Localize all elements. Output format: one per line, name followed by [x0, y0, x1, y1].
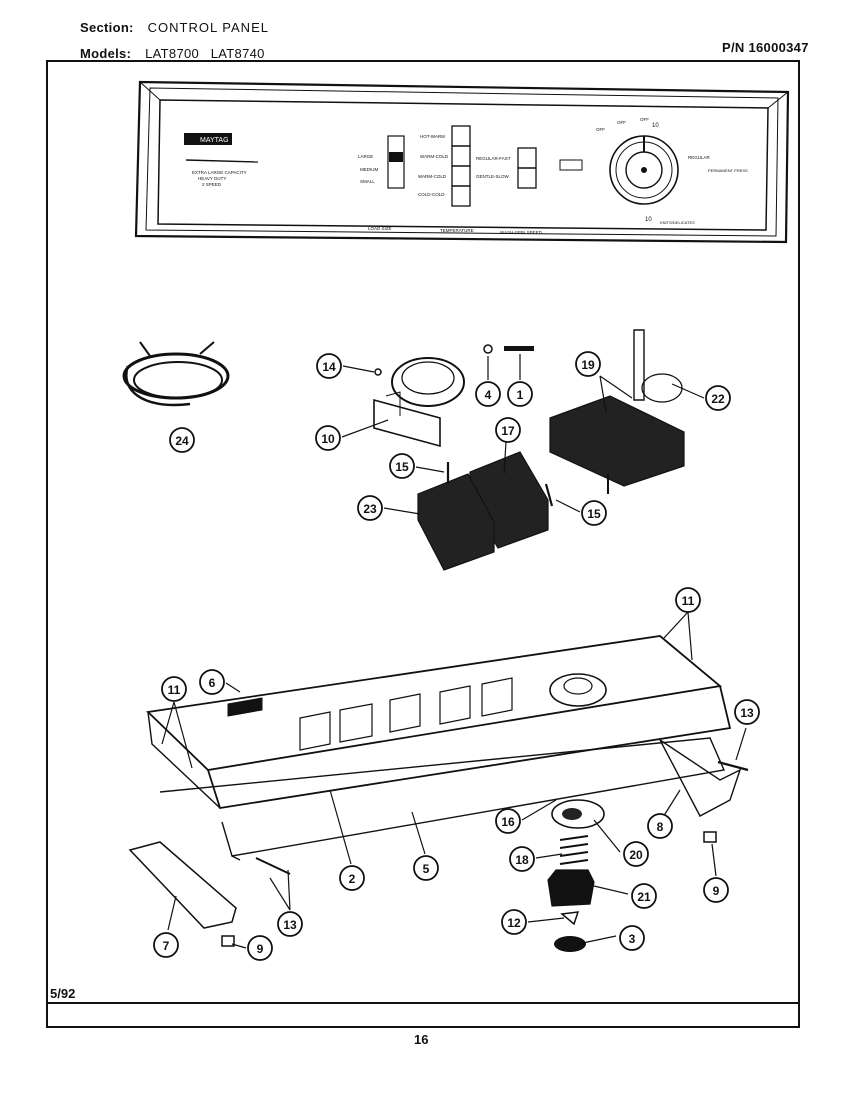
callout: 18	[509, 846, 535, 872]
callout-number: 22	[711, 392, 725, 406]
timer-label-regular: REGULAR	[688, 155, 711, 160]
timer-label-off-3: OFF	[640, 117, 649, 122]
callout-number: 23	[363, 502, 377, 516]
callout: 16	[495, 808, 521, 834]
callout-number: 17	[501, 424, 515, 438]
timer-label-off-1: OFF	[596, 127, 605, 132]
models-value: LAT8700 LAT8740	[145, 46, 265, 61]
callout-number: 10	[321, 432, 335, 446]
callout-number: 8	[657, 820, 664, 834]
callout: 15	[581, 500, 607, 526]
panel-brand: MAYTAG	[200, 137, 229, 144]
timer-label-10b: 10	[645, 217, 652, 223]
models-label-text: Models:	[80, 46, 132, 61]
panel-tagline-3: 2 SPEED	[202, 182, 222, 187]
callout-number: 16	[501, 815, 515, 829]
callout: 7	[153, 932, 179, 958]
panel-tagline-1: EXTRA LARGE CAPACITY	[192, 170, 247, 175]
timer-label-perm-press: PERMANENT PRESS	[708, 168, 748, 173]
temp-option-3: WARM-COLD	[418, 174, 447, 179]
callout-number: 5	[423, 862, 430, 876]
leader-lines	[161, 354, 747, 949]
panel-tagline-2: HEAVY DUTY	[198, 176, 226, 181]
callout-bubbles: 14 4 1 19 22 10 17 15 15 23 24 11 6 11 1…	[153, 351, 760, 961]
timer-label-knits: KNITS/DELICATES	[660, 220, 695, 225]
speed-caption: WASH-SPIN SPEED	[500, 230, 543, 235]
footer-frame	[46, 1004, 800, 1028]
callout-number: 19	[581, 358, 595, 372]
load-option-small: SMALL	[360, 179, 375, 184]
load-option-large: LARGE	[358, 154, 373, 159]
callout-number: 13	[283, 918, 297, 932]
callout-number: 2	[349, 872, 356, 886]
callout: 13	[277, 911, 303, 937]
speed-option-1: REGULAR-FAST	[476, 156, 511, 161]
diagram-frame	[46, 60, 800, 1004]
callout: 3	[619, 925, 645, 951]
callout: 6	[199, 669, 225, 695]
callout: 1	[507, 381, 533, 407]
callout-number: 1	[517, 388, 524, 402]
callout: 14	[316, 353, 342, 379]
callout: 11	[161, 676, 187, 702]
callout: 13	[734, 699, 760, 725]
footer-date: 5/92	[50, 986, 76, 1001]
callout-number: 14	[322, 360, 336, 374]
control-panel-illustration: MAYTAG EXTRA LARGE CAPACITY HEAVY DUTY 2…	[134, 80, 790, 244]
callout: 24	[169, 427, 195, 453]
callout-number: 20	[629, 848, 643, 862]
callout-number: 11	[168, 683, 181, 697]
parts-illustrations	[122, 329, 685, 571]
callout: 5	[413, 855, 439, 881]
temp-option-4: COLD-COLD	[418, 192, 445, 197]
callout: 21	[631, 883, 657, 909]
part-number: P/N 16000347	[722, 40, 809, 55]
console-frame-illustration	[128, 635, 749, 952]
page-number: 16	[414, 1032, 429, 1047]
callout-number: 18	[515, 853, 529, 867]
callout-number: 4	[485, 388, 492, 402]
timer-label-off-2: OFF	[617, 120, 626, 125]
section-label-text: Section:	[80, 20, 134, 35]
callout: 11	[675, 587, 701, 613]
callout: 9	[703, 877, 729, 903]
section-value: CONTROL PANEL	[147, 20, 269, 35]
callout-number: 3	[629, 932, 636, 946]
callout-number: 24	[175, 434, 189, 448]
callout-number: 11	[682, 594, 695, 608]
temperature-caption: TEMPERATURE	[440, 228, 474, 233]
callout: 2	[339, 865, 365, 891]
callout-number: 7	[163, 939, 170, 953]
callout-number: 15	[587, 507, 601, 521]
callout-number: 13	[740, 706, 754, 720]
callout: 15	[389, 453, 415, 479]
temp-option-1: HOT-WARM	[420, 134, 445, 139]
callout: 8	[647, 813, 673, 839]
speed-option-2: GENTLE-SLOW	[476, 174, 510, 179]
callout: 19	[575, 351, 601, 377]
timer-label-10a: 10	[652, 123, 659, 129]
callout: 9	[247, 935, 273, 961]
callout: 10	[315, 425, 341, 451]
callout: 17	[495, 417, 521, 443]
temp-option-2: WARM-COLD	[420, 154, 449, 159]
callout: 23	[357, 495, 383, 521]
callout-number: 21	[637, 890, 651, 904]
callout: 20	[623, 841, 649, 867]
callout-number: 9	[257, 942, 264, 956]
load-size-caption: LOAD SIZE	[368, 226, 392, 231]
callout-number: 15	[395, 460, 409, 474]
callout: 12	[501, 909, 527, 935]
callout: 22	[705, 385, 731, 411]
section-label: Section: CONTROL PANEL	[80, 20, 269, 35]
callout-number: 6	[209, 676, 216, 690]
callout: 4	[475, 381, 501, 407]
callout-number: 12	[507, 916, 521, 930]
load-option-medium: MEDIUM	[360, 167, 378, 172]
callout-number: 9	[713, 884, 720, 898]
models-label: Models: LAT8700 LAT8740	[80, 46, 265, 61]
